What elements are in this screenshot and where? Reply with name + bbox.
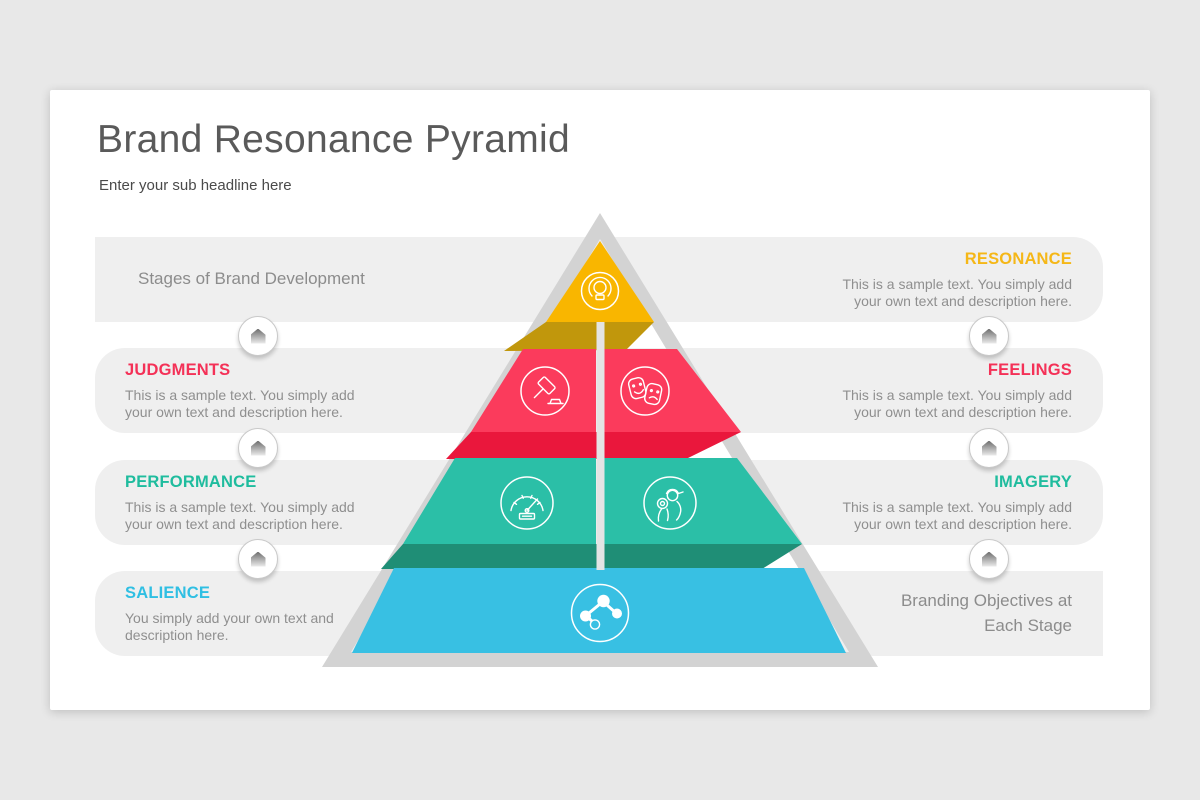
tier-judgments-fold [446, 432, 741, 459]
judgments-label: JUDGMENTS [125, 360, 231, 379]
up-arrow-button [969, 428, 1009, 468]
performance-label: PERFORMANCE [125, 472, 257, 491]
judgments-body: This is a sample text. You simply add yo… [125, 386, 355, 420]
tier-performance-fold [381, 544, 802, 569]
branding-objectives-label: Branding Objectives at Each Stage [900, 590, 1072, 635]
tier-resonance-fold [504, 322, 654, 351]
up-arrow-icon [981, 440, 997, 456]
resonance-label: RESONANCE [964, 249, 1072, 268]
row-band-judgments-feelings: JUDGMENTS This is a sample text. You sim… [95, 348, 1103, 433]
up-arrow-button [238, 428, 278, 468]
feelings-label: FEELINGS [987, 360, 1072, 379]
up-arrow-icon [250, 551, 266, 567]
feelings-body: This is a sample text. You simply add yo… [842, 386, 1072, 420]
salience-body: You simply add your own text and descrip… [125, 609, 334, 643]
salience-label: SALIENCE [125, 583, 211, 602]
up-arrow-button [969, 316, 1009, 356]
imagery-body: This is a sample text. You simply add yo… [842, 498, 1072, 532]
performance-body: This is a sample text. You simply add yo… [125, 498, 355, 532]
resonance-body: This is a sample text. You simply add yo… [842, 275, 1072, 309]
up-arrow-icon [250, 440, 266, 456]
up-arrow-icon [981, 551, 997, 567]
row-band-performance-imagery: PERFORMANCE This is a sample text. You s… [95, 460, 1103, 545]
row-band-salience: SALIENCE You simply add your own text an… [95, 571, 1103, 656]
slide: Brand Resonance Pyramid Enter your sub h… [50, 90, 1150, 710]
subtitle: Enter your sub headline here [99, 177, 292, 194]
up-arrow-button [238, 316, 278, 356]
up-arrow-button [969, 539, 1009, 579]
stages-of-brand-development-label: Stages of Brand Development [138, 269, 365, 289]
up-arrow-icon [250, 328, 266, 344]
imagery-label: IMAGERY [994, 472, 1072, 491]
row-band-resonance: Stages of Brand Development RESONANCE Th… [95, 237, 1103, 322]
page-title: Brand Resonance Pyramid [97, 118, 570, 161]
up-arrow-icon [981, 328, 997, 344]
up-arrow-button [238, 539, 278, 579]
